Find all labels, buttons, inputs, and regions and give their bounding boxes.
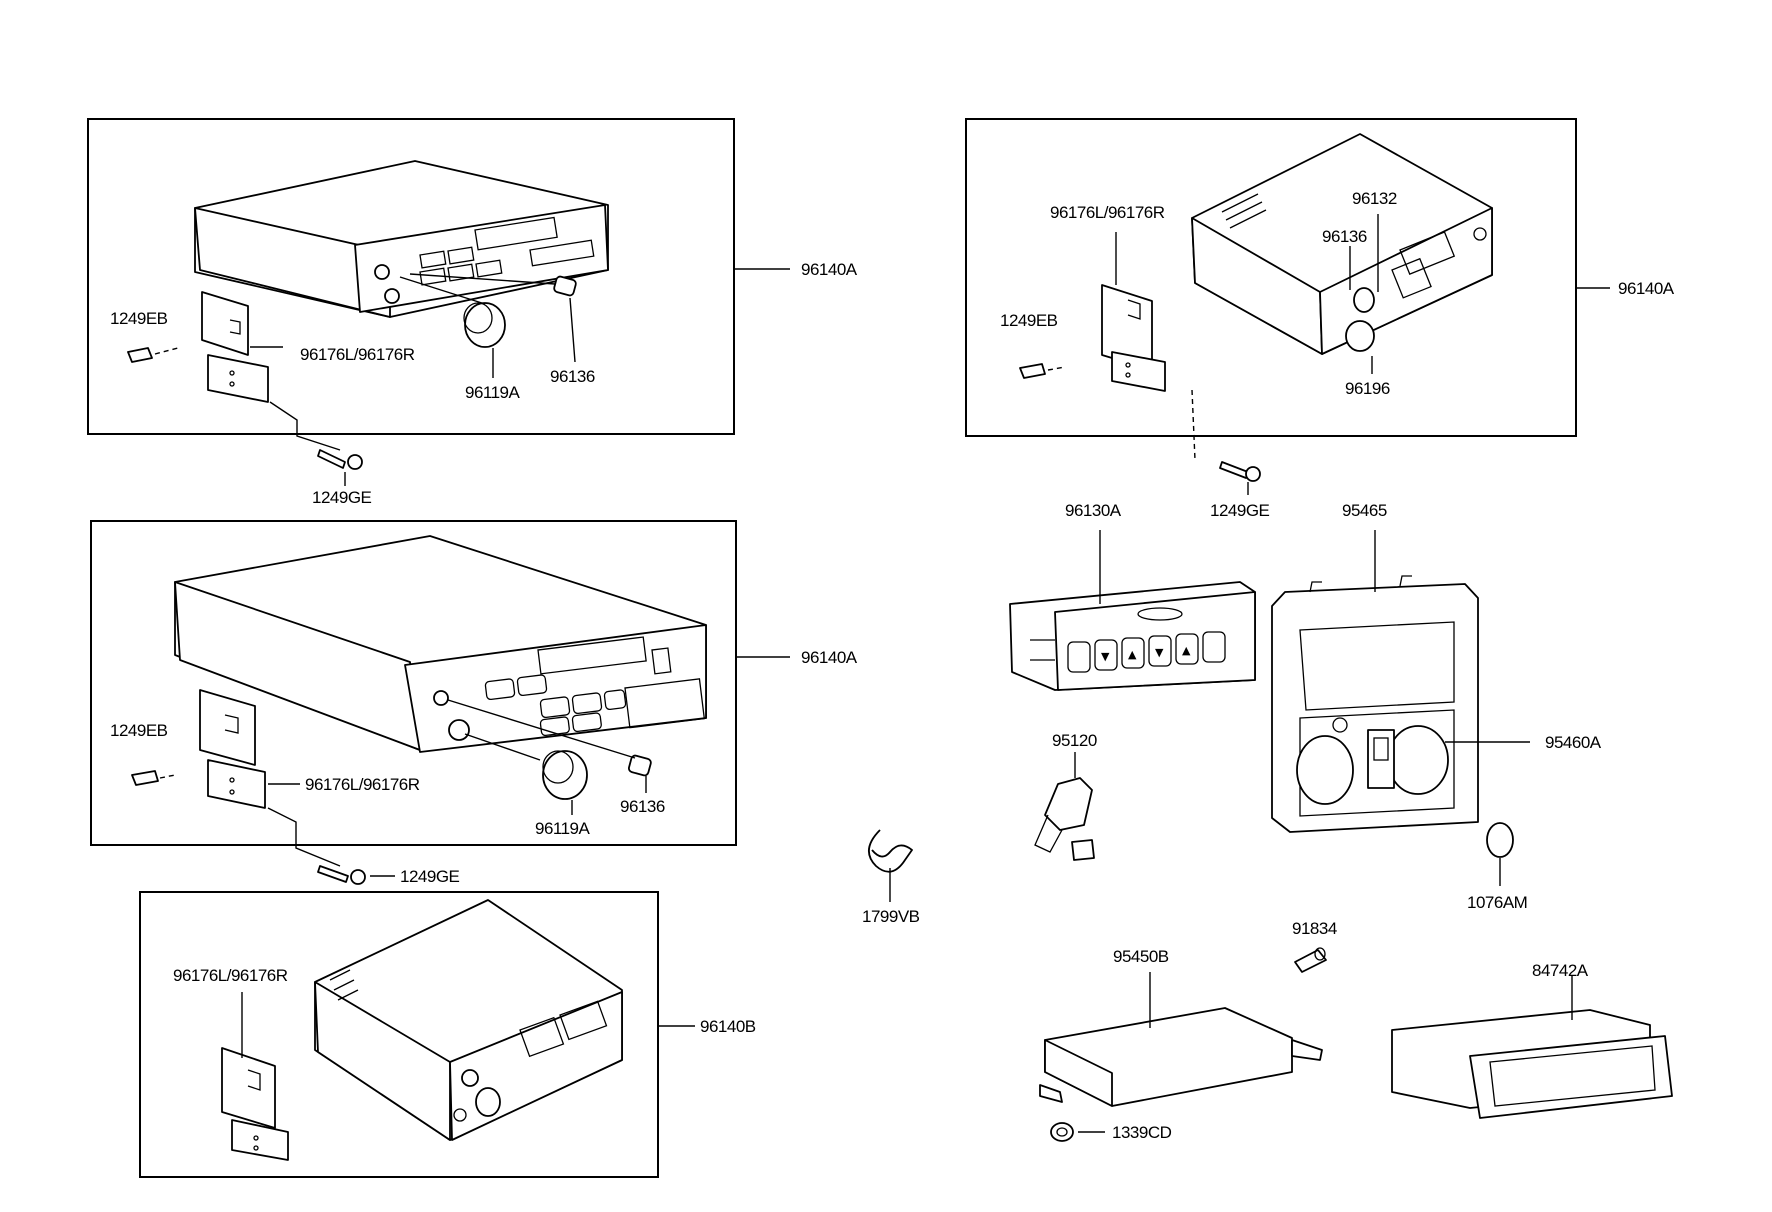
screw-1249GE-2 — [317, 865, 366, 885]
panel-frame-3 — [139, 891, 659, 1178]
label-96136-1: 96136 — [550, 367, 595, 386]
pocket-84742A — [1391, 1009, 1673, 1119]
knob-96119A-2 — [542, 750, 588, 800]
label-96119A-2: 96119A — [535, 819, 591, 838]
label-1799VB: 1799VB — [862, 907, 920, 926]
panel-radio-4 — [965, 118, 1610, 495]
label-1249EB-1: 1249EB — [110, 309, 168, 328]
clip-1799VB — [868, 829, 913, 873]
panel-radio-1 — [87, 118, 790, 486]
label-96176-2: 96176L/96176R — [305, 775, 420, 794]
cap-1076AM — [1486, 822, 1514, 858]
pin-91834 — [1294, 947, 1327, 973]
label-96140B: 96140B — [700, 1017, 756, 1036]
label-96140A-1: 96140A — [801, 260, 858, 279]
knob-96119A-1 — [463, 302, 506, 348]
arrow-down-icon: ▼ — [1155, 646, 1164, 659]
bracket-4 — [1101, 284, 1166, 392]
nut-1339CD — [1050, 1122, 1074, 1142]
screw-1249EB-4 — [1019, 363, 1066, 379]
label-1249EB-4: 1249EB — [1000, 311, 1058, 330]
label-1249GE-1: 1249GE — [312, 488, 372, 507]
label-95450B: 95450B — [1113, 947, 1169, 966]
panel-frame-1 — [87, 118, 735, 435]
panel-radio-3 — [139, 891, 695, 1178]
label-96132: 96132 — [1352, 189, 1397, 208]
label-1249GE-2: 1249GE — [400, 867, 460, 886]
label-91834: 91834 — [1292, 919, 1337, 938]
bracket-1 — [201, 291, 269, 403]
arrow-up-icon: ▲ — [1128, 648, 1137, 661]
label-1249GE-4: 1249GE — [1210, 501, 1270, 520]
label-1076AM: 1076AM — [1467, 893, 1527, 912]
label-96176-3: 96176L/96176R — [173, 966, 288, 985]
radio-unit-4 — [1191, 133, 1493, 355]
label-84742A: 84742A — [1532, 961, 1589, 980]
part-95460A — [1271, 575, 1479, 833]
label-96140A-4: 96140A — [1618, 279, 1675, 298]
arrow-up-icon: ▲ — [1182, 644, 1191, 657]
box-95450B — [1039, 1007, 1323, 1107]
part-96130A: ▼ ▲ ▼ ▲ — [1009, 581, 1256, 691]
label-96196: 96196 — [1345, 379, 1390, 398]
arrow-down-icon: ▼ — [1101, 650, 1110, 663]
labels: 96140A 1249EB 96176L/96176R 96119A 96136… — [110, 189, 1675, 1142]
panel-radio-2 — [90, 520, 790, 885]
panel-frame-2 — [90, 520, 737, 846]
screw-1249GE-1 — [317, 449, 363, 470]
screw-1249EB-2 — [131, 770, 176, 786]
radio-unit-3 — [314, 899, 623, 1141]
label-96119A-1: 96119A — [465, 383, 521, 402]
screw-1249EB-1 — [127, 347, 179, 363]
label-95120: 95120 — [1052, 731, 1097, 750]
label-95460A: 95460A — [1545, 733, 1602, 752]
screw-1249GE-4 — [1219, 461, 1261, 482]
bracket-3 — [221, 1047, 289, 1161]
knob-96136-2 — [628, 754, 652, 777]
knob-96136-1 — [553, 275, 577, 297]
label-96136-4: 96136 — [1322, 227, 1367, 246]
part-95120 — [1034, 777, 1095, 861]
bracket-2 — [199, 689, 266, 809]
label-1339CD: 1339CD — [1112, 1123, 1172, 1142]
radio-unit-1 — [194, 160, 609, 318]
radio-unit-2 — [174, 535, 707, 753]
label-96176-4: 96176L/96176R — [1050, 203, 1165, 222]
label-1249EB-2: 1249EB — [110, 721, 168, 740]
label-96176-1: 96176L/96176R — [300, 345, 415, 364]
label-95465: 95465 — [1342, 501, 1387, 520]
label-96136-2: 96136 — [620, 797, 665, 816]
label-96140A-2: 96140A — [801, 648, 858, 667]
panel-frame-4 — [965, 118, 1577, 437]
label-96130A: 96130A — [1065, 501, 1122, 520]
